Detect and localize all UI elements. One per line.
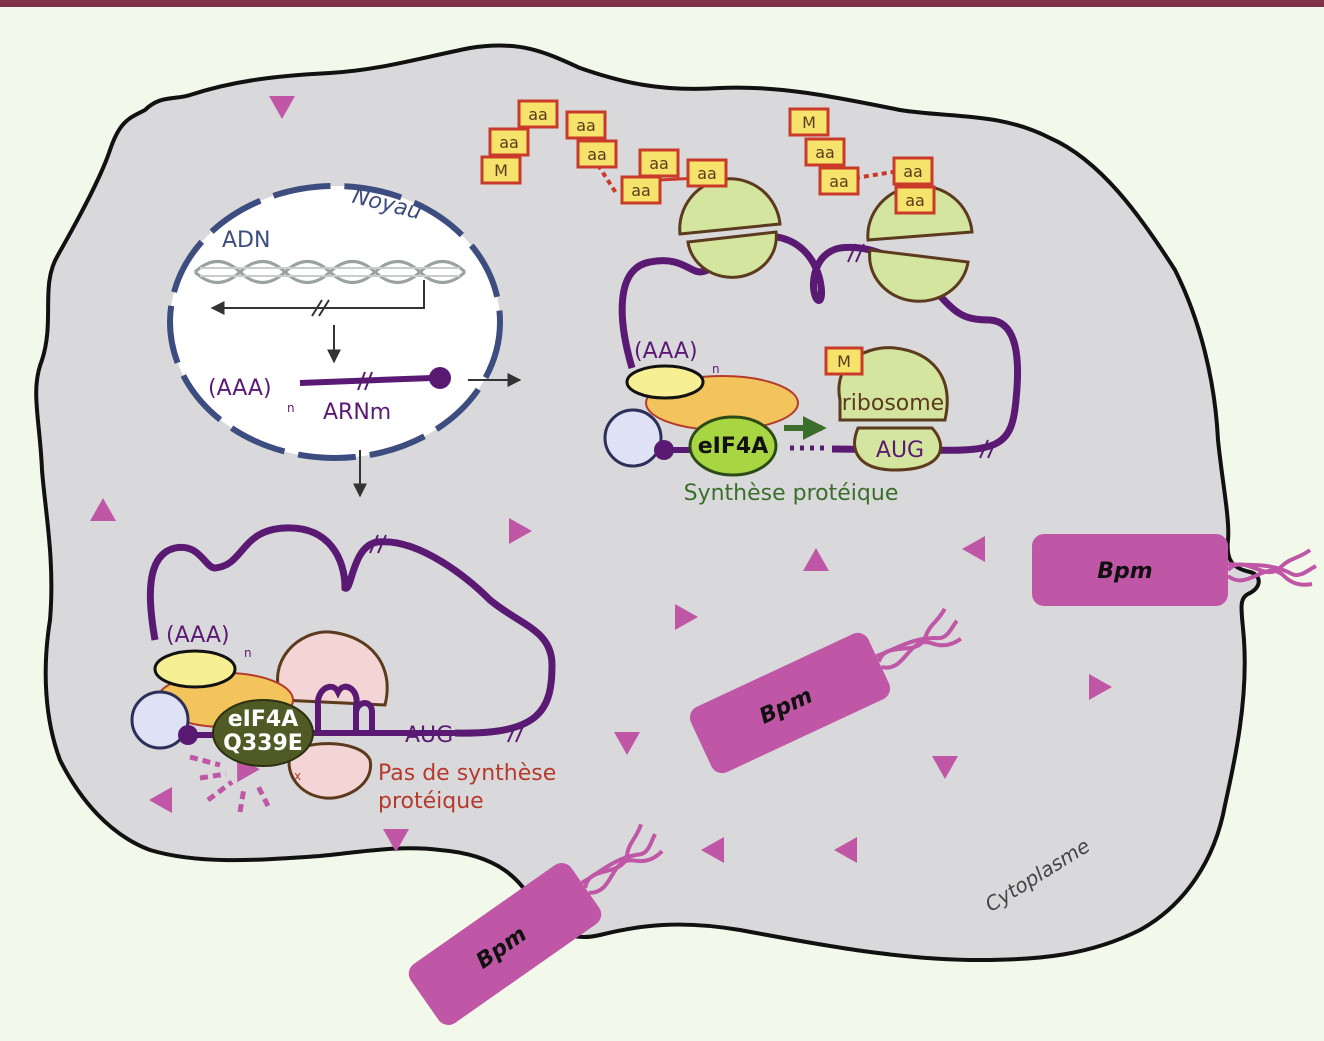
- nuclear-mrna: [299, 375, 433, 386]
- amino-acid-box: aa: [565, 110, 607, 140]
- dna-label: ADN: [222, 228, 270, 253]
- ribosome-large-subunit: [678, 177, 782, 236]
- svg-text:M: M: [837, 352, 851, 371]
- flagellum: [1226, 548, 1317, 587]
- amino-acid-box: M: [788, 107, 830, 137]
- nucleus-polya-sub: n: [287, 401, 295, 415]
- svg-text:aa: aa: [631, 181, 651, 200]
- blocked-cap-structure: [178, 725, 198, 745]
- amino-acid-box: aa: [620, 175, 662, 205]
- active-start-codon: AUG: [876, 438, 924, 463]
- blocked-polya-label: (AAA): [166, 623, 230, 648]
- peptide-chains: M aa aa aa aa aa aa aa M aa aa aa aa M: [480, 99, 936, 376]
- break-mark: [357, 371, 373, 391]
- bacterium-body: [408, 863, 602, 1025]
- blocked-mrna-strand: [146, 524, 556, 737]
- bacterium-body: [689, 632, 891, 774]
- mrna-label: ARNm: [323, 400, 391, 425]
- bacterium: Bpm: [689, 607, 963, 774]
- dna-helix: [193, 260, 467, 284]
- ribosome-small-subunit: [868, 248, 970, 303]
- blocked-start-codon: AUG: [405, 723, 453, 748]
- blocked-polya-sub: n: [244, 646, 252, 660]
- rna-hairpin: [314, 683, 360, 733]
- bacterium: Bpm: [1032, 534, 1317, 606]
- blocked-pabp: [153, 649, 237, 689]
- block-mark: x: [294, 769, 301, 783]
- nucleus-polya-label: (AAA): [208, 376, 272, 401]
- pabp: [625, 364, 705, 400]
- bacterium-label: Bpm: [1097, 559, 1152, 584]
- eif4a-helicase: [688, 415, 778, 477]
- amino-acid-box: aa: [686, 158, 728, 188]
- bacterium: Bpm: [408, 823, 664, 1025]
- initiator-methionine: M: [824, 346, 864, 376]
- amino-acid-box: M: [480, 155, 522, 185]
- svg-text:aa: aa: [815, 143, 835, 162]
- amino-acid-box: aa: [804, 137, 846, 167]
- active-polya-label: (AAA): [634, 339, 698, 364]
- amino-acid-box: aa: [894, 185, 936, 215]
- inhibitor-burst: [189, 754, 271, 813]
- no-synthesis-caption-line2: protéique: [378, 789, 484, 814]
- amino-acid-box: aa: [517, 99, 559, 129]
- amino-acid-box: aa: [818, 166, 860, 196]
- blocked-translation-complex: (AAA) n eIF4A Q339E x AUG Pas de synthès…: [130, 524, 556, 814]
- svg-text:aa: aa: [905, 191, 925, 210]
- svg-text:aa: aa: [697, 164, 717, 183]
- svg-text:aa: aa: [649, 154, 669, 173]
- svg-text:M: M: [494, 161, 508, 180]
- svg-text:aa: aa: [829, 172, 849, 191]
- active-translation-complex: (AAA) n eIF4A ribosome AUG Synthèse prot…: [480, 99, 1022, 506]
- flagellum: [875, 607, 963, 670]
- eif4a-mutant: [212, 699, 314, 767]
- stalled-ribosome-large: [276, 630, 389, 707]
- amino-acid-box: aa: [638, 148, 680, 178]
- nuclear-envelope: [167, 183, 503, 461]
- svg-text:aa: aa: [587, 145, 607, 164]
- active-mrna-strand: [618, 232, 1022, 454]
- break-mark: [311, 299, 330, 317]
- active-polya-sub: n: [712, 362, 720, 376]
- svg-text:aa: aa: [528, 105, 548, 124]
- mutant-label-line2: Q339E: [223, 731, 303, 756]
- no-synthesis-caption-line1: Pas de synthèse: [378, 761, 556, 786]
- amino-acid-box: aa: [892, 156, 934, 186]
- ribosome-small-subunit: [686, 230, 778, 279]
- rna-hairpin: [353, 700, 375, 733]
- amino-acid-box: aa: [576, 139, 618, 169]
- synthesis-caption: Synthèse protéique: [684, 481, 899, 506]
- nucleus: Noyau ADN (AAA) n ARNm: [167, 183, 522, 498]
- bacterium-body: [1032, 534, 1228, 606]
- initiating-ribosome-small: [853, 426, 943, 472]
- eif4e: [603, 408, 663, 468]
- svg-text:M: M: [802, 113, 816, 132]
- cap-structure: [654, 440, 674, 460]
- ribosome-label: ribosome: [842, 391, 944, 416]
- stalled-ribosome-small: [287, 742, 372, 800]
- svg-text:aa: aa: [576, 116, 596, 135]
- svg-text:aa: aa: [903, 162, 923, 181]
- top-border: [0, 0, 1324, 7]
- svg-text:aa: aa: [499, 133, 519, 152]
- mutant-label-line1: eIF4A: [228, 707, 298, 732]
- amino-acid-box: aa: [488, 127, 530, 157]
- eif4a-label: eIF4A: [698, 434, 768, 459]
- flagellum: [580, 823, 664, 895]
- mrna-cap: [429, 367, 451, 389]
- transcription-arrow: [210, 280, 425, 315]
- blocked-eif4e: [130, 690, 190, 750]
